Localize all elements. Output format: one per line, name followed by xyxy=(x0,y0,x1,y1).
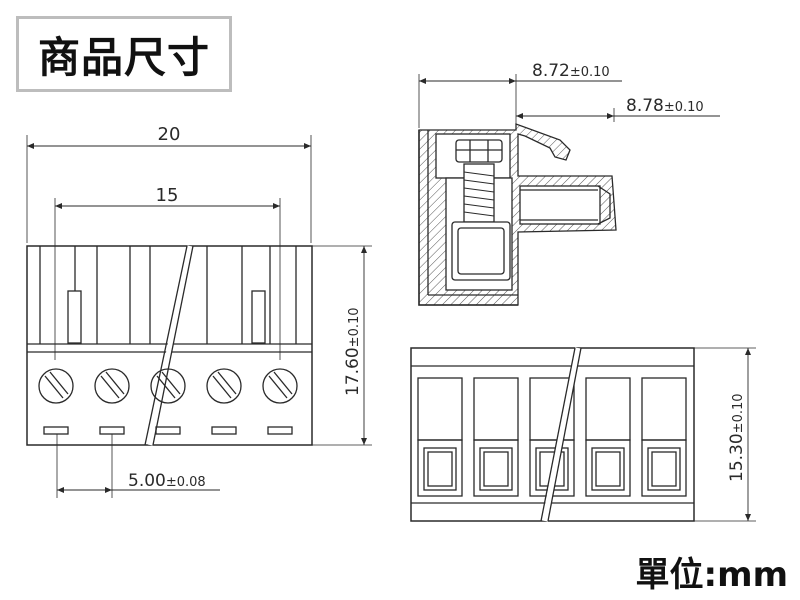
side-dim-a-label: 8.72±0.10 xyxy=(532,61,610,81)
front-height-main: 17.60 xyxy=(343,347,363,396)
bottom-view xyxy=(410,347,756,522)
pitch-label: 5.00±0.08 xyxy=(128,471,206,491)
side-dim-a-main: 8.72 xyxy=(532,61,570,81)
side-dim-a-tolerance: ±0.10 xyxy=(570,65,610,80)
page-title: 商品尺寸 xyxy=(37,32,210,82)
bottom-height-tolerance: ±0.10 xyxy=(731,393,746,433)
screw-heads xyxy=(38,368,298,404)
overall-width-label: 20 xyxy=(158,124,181,145)
pin-span-label: 15 xyxy=(156,185,179,206)
pitch-tolerance: ±0.08 xyxy=(166,475,206,490)
front-view xyxy=(26,135,372,498)
pitch-main: 5.00 xyxy=(128,471,166,491)
front-body-outline xyxy=(26,245,313,446)
front-height-label: 17.60±0.10 xyxy=(343,307,363,396)
side-dim-b-label: 8.78±0.10 xyxy=(626,96,704,116)
title-box: 商品尺寸 xyxy=(16,16,232,92)
bottom-height-main: 15.30 xyxy=(727,433,747,482)
unit-label: 單位:mm xyxy=(635,555,788,595)
front-height-tolerance: ±0.10 xyxy=(347,307,362,347)
side-dim-b-main: 8.78 xyxy=(626,96,664,116)
bottom-body-outline xyxy=(410,347,695,522)
side-dim-b-tolerance: ±0.10 xyxy=(664,100,704,115)
bottom-height-label: 15.30±0.10 xyxy=(727,393,747,482)
side-section-view xyxy=(418,74,720,306)
